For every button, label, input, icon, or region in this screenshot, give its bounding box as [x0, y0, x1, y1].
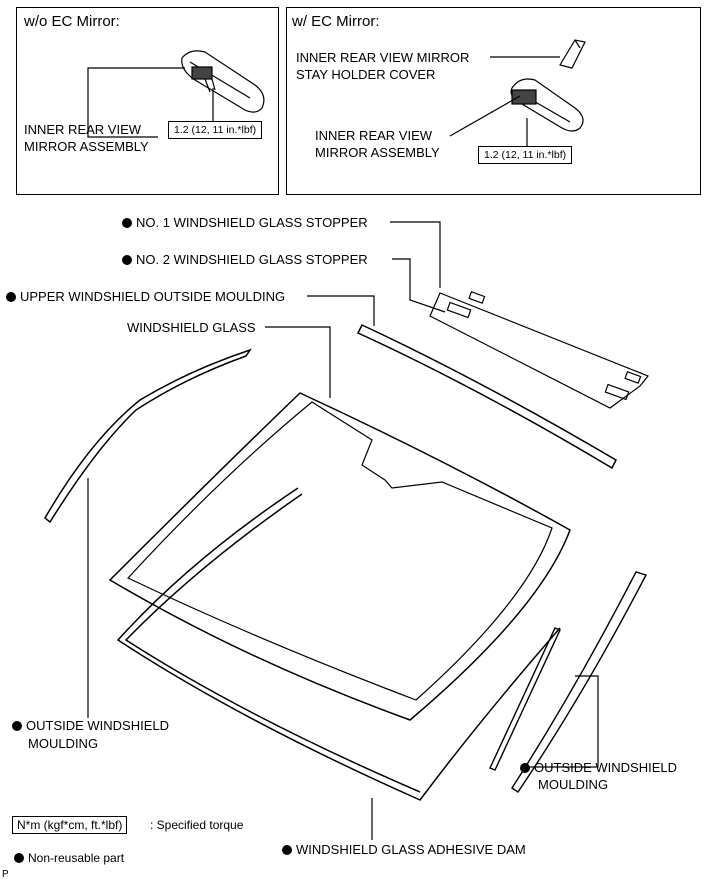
- label-stopper-1-text: NO. 1 WINDSHIELD GLASS STOPPER: [136, 215, 368, 230]
- label-right-moulding-1: OUTSIDE WINDSHIELD: [520, 759, 677, 776]
- inset-left-title: w/o EC Mirror:: [24, 13, 120, 30]
- windshield-glass-illustration: [108, 392, 571, 721]
- inset-right-cover-label-1: INNER REAR VIEW MIRROR: [296, 50, 470, 65]
- upper-moulding-illustration: [356, 324, 617, 470]
- legend-torque-desc: : Specified torque: [150, 818, 244, 832]
- label-windshield-glass: WINDSHIELD GLASS: [127, 320, 256, 335]
- label-stopper-2-text: NO. 2 WINDSHIELD GLASS STOPPER: [136, 252, 368, 267]
- corner-code: P: [2, 869, 9, 880]
- legend-nonreusable-text: Non-reusable part: [28, 851, 125, 865]
- inset-right-part-label-1: INNER REAR VIEW: [315, 128, 433, 143]
- label-stopper-2: NO. 2 WINDSHIELD GLASS STOPPER: [122, 251, 368, 268]
- label-right-moulding-2: MOULDING: [538, 777, 609, 792]
- label-upper-moulding: UPPER WINDSHIELD OUTSIDE MOULDING: [6, 288, 285, 305]
- right-moulding-lower-illustration: [489, 627, 561, 771]
- nonreusable-dot-icon: [282, 845, 292, 855]
- glass-stopper-strip: [429, 291, 649, 409]
- nonreusable-dot-icon: [6, 292, 16, 302]
- inset-with-ec-mirror: [286, 7, 701, 195]
- inset-right-part-label-2: MIRROR ASSEMBLY: [315, 145, 440, 160]
- adhesive-dam-illustration: [116, 487, 561, 801]
- left-moulding-illustration: [44, 348, 252, 524]
- nonreusable-dot-icon: [122, 255, 132, 265]
- label-left-moulding-2: MOULDING: [28, 736, 99, 751]
- label-adhesive-dam-text: WINDSHIELD GLASS ADHESIVE DAM: [296, 842, 526, 857]
- label-upper-moulding-text: UPPER WINDSHIELD OUTSIDE MOULDING: [20, 289, 286, 304]
- inset-right-cover-label-2: STAY HOLDER COVER: [296, 67, 436, 82]
- inset-without-ec-mirror: [16, 7, 279, 195]
- inset-left-torque: 1.2 (12, 11 in.*lbf): [168, 121, 263, 139]
- nonreusable-dot-icon: [520, 763, 530, 773]
- nonreusable-dot-icon: [14, 853, 24, 863]
- mirror-illustration-left: [181, 50, 265, 113]
- inset-left-part-label-1: INNER REAR VIEW: [24, 122, 142, 137]
- right-moulding-illustration: [511, 571, 648, 793]
- inset-left-part-label-2: MIRROR ASSEMBLY: [24, 139, 149, 154]
- nonreusable-dot-icon: [122, 218, 132, 228]
- inset-right-torque: 1.2 (12, 11 in.*lbf): [478, 146, 573, 164]
- legend-torque-box: N*m (kgf*cm, ft.*lbf): [12, 816, 128, 834]
- mirror-illustration-right: [510, 78, 584, 132]
- nonreusable-dot-icon: [12, 721, 22, 731]
- label-adhesive-dam: WINDSHIELD GLASS ADHESIVE DAM: [282, 841, 526, 858]
- legend-nonreusable: Non-reusable part: [14, 850, 124, 867]
- label-stopper-1: NO. 1 WINDSHIELD GLASS STOPPER: [122, 214, 368, 231]
- stay-holder-cover-illustration: [559, 39, 586, 69]
- label-left-moulding-1: OUTSIDE WINDSHIELD: [12, 717, 169, 734]
- label-right-moulding-text: OUTSIDE WINDSHIELD: [534, 760, 678, 775]
- inset-right-title: w/ EC Mirror:: [292, 13, 380, 30]
- label-left-moulding-text: OUTSIDE WINDSHIELD: [26, 718, 170, 733]
